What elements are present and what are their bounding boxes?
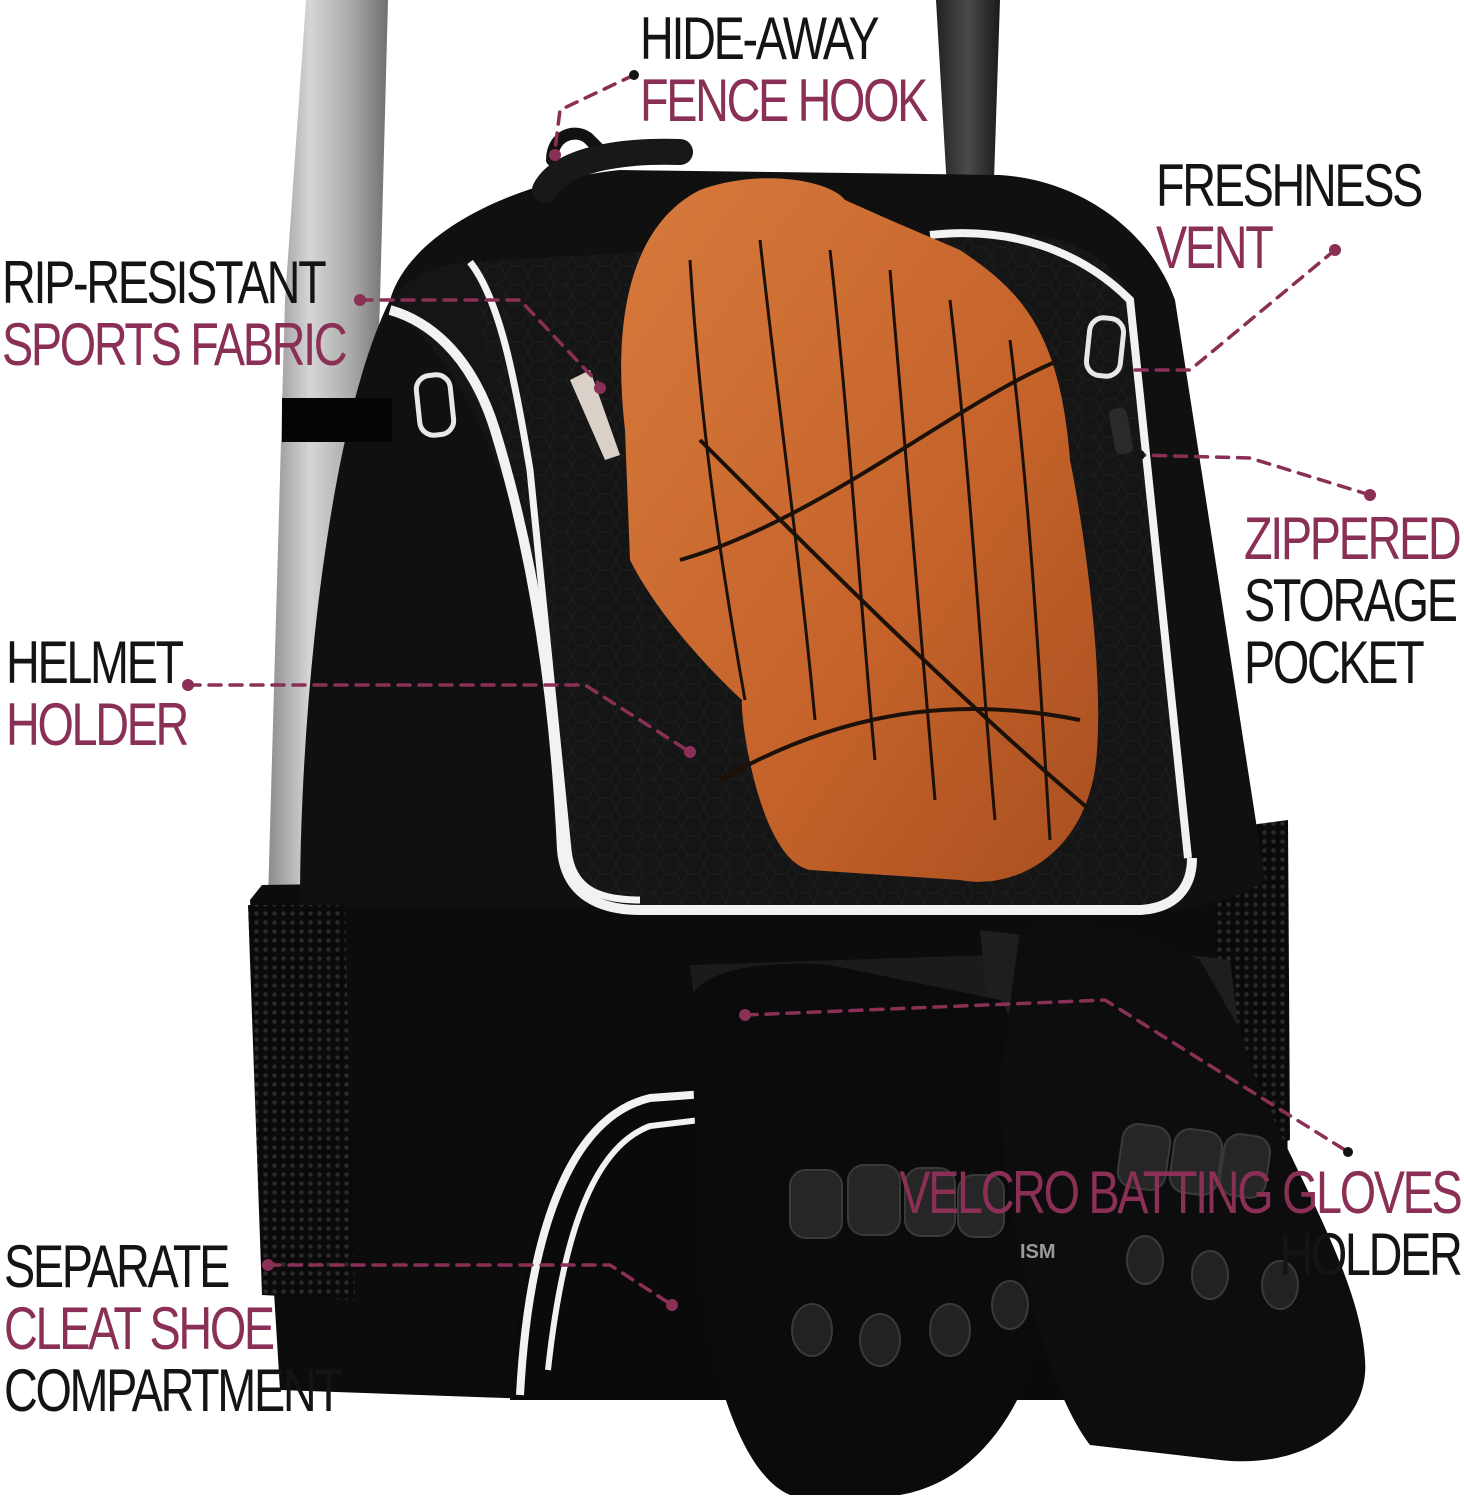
callout-vent: FRESHNESS VENT bbox=[1156, 152, 1423, 281]
leader-fence-hook bbox=[553, 73, 636, 152]
callout-pocket: ZIPPERED STORAGE POCKET bbox=[1244, 505, 1462, 696]
callout-helmet-line2: HOLDER bbox=[6, 691, 189, 758]
callout-pocket-line2: STORAGE bbox=[1244, 567, 1458, 634]
callout-fabric: RIP-RESISTANT SPORTS FABRIC bbox=[2, 249, 348, 378]
callout-fence-hook-line1: HIDE-AWAY bbox=[640, 5, 880, 72]
callout-pocket-line3: POCKET bbox=[1244, 629, 1425, 696]
callout-helmet-line1: HELMET bbox=[6, 629, 184, 696]
leader-pocket bbox=[1138, 453, 1372, 497]
leader-vent bbox=[1126, 248, 1337, 372]
leader-helmet bbox=[186, 683, 692, 754]
callout-fabric-line1: RIP-RESISTANT bbox=[2, 249, 327, 316]
callout-fence-hook-line2: FENCE HOOK bbox=[640, 67, 928, 134]
callout-gloves: VELCRO BATTING GLOVES HOLDER bbox=[898, 1159, 1462, 1288]
brand-mark: ISM bbox=[1020, 1241, 1056, 1263]
callout-shoe-line3: COMPARTMENT bbox=[4, 1357, 343, 1424]
callout-gloves-line1: VELCRO BATTING GLOVES bbox=[898, 1159, 1462, 1226]
callout-vent-line2: VENT bbox=[1156, 214, 1274, 281]
callout-gloves-line2: HOLDER bbox=[1278, 1221, 1462, 1288]
callout-shoe-line1: SEPARATE bbox=[4, 1233, 230, 1300]
leader-lines bbox=[182, 70, 1376, 1311]
leader-shoe bbox=[266, 1263, 674, 1307]
baseball-glove bbox=[570, 178, 1099, 882]
callout-helmet: HELMET HOLDER bbox=[6, 629, 189, 758]
callout-vent-line1: FRESHNESS bbox=[1156, 152, 1423, 219]
callout-fabric-line2: SPORTS FABRIC bbox=[2, 311, 348, 378]
callout-shoe: SEPARATE CLEAT SHOE COMPARTMENT bbox=[4, 1233, 343, 1424]
callout-shoe-line2: CLEAT SHOE bbox=[4, 1295, 275, 1362]
leader-fabric bbox=[358, 298, 602, 387]
leader-gloves bbox=[743, 998, 1347, 1152]
callout-pocket-line1: ZIPPERED bbox=[1244, 505, 1462, 572]
callout-fence-hook: HIDE-AWAY FENCE HOOK bbox=[640, 5, 928, 134]
batting-gloves: ISM bbox=[690, 922, 1366, 1495]
